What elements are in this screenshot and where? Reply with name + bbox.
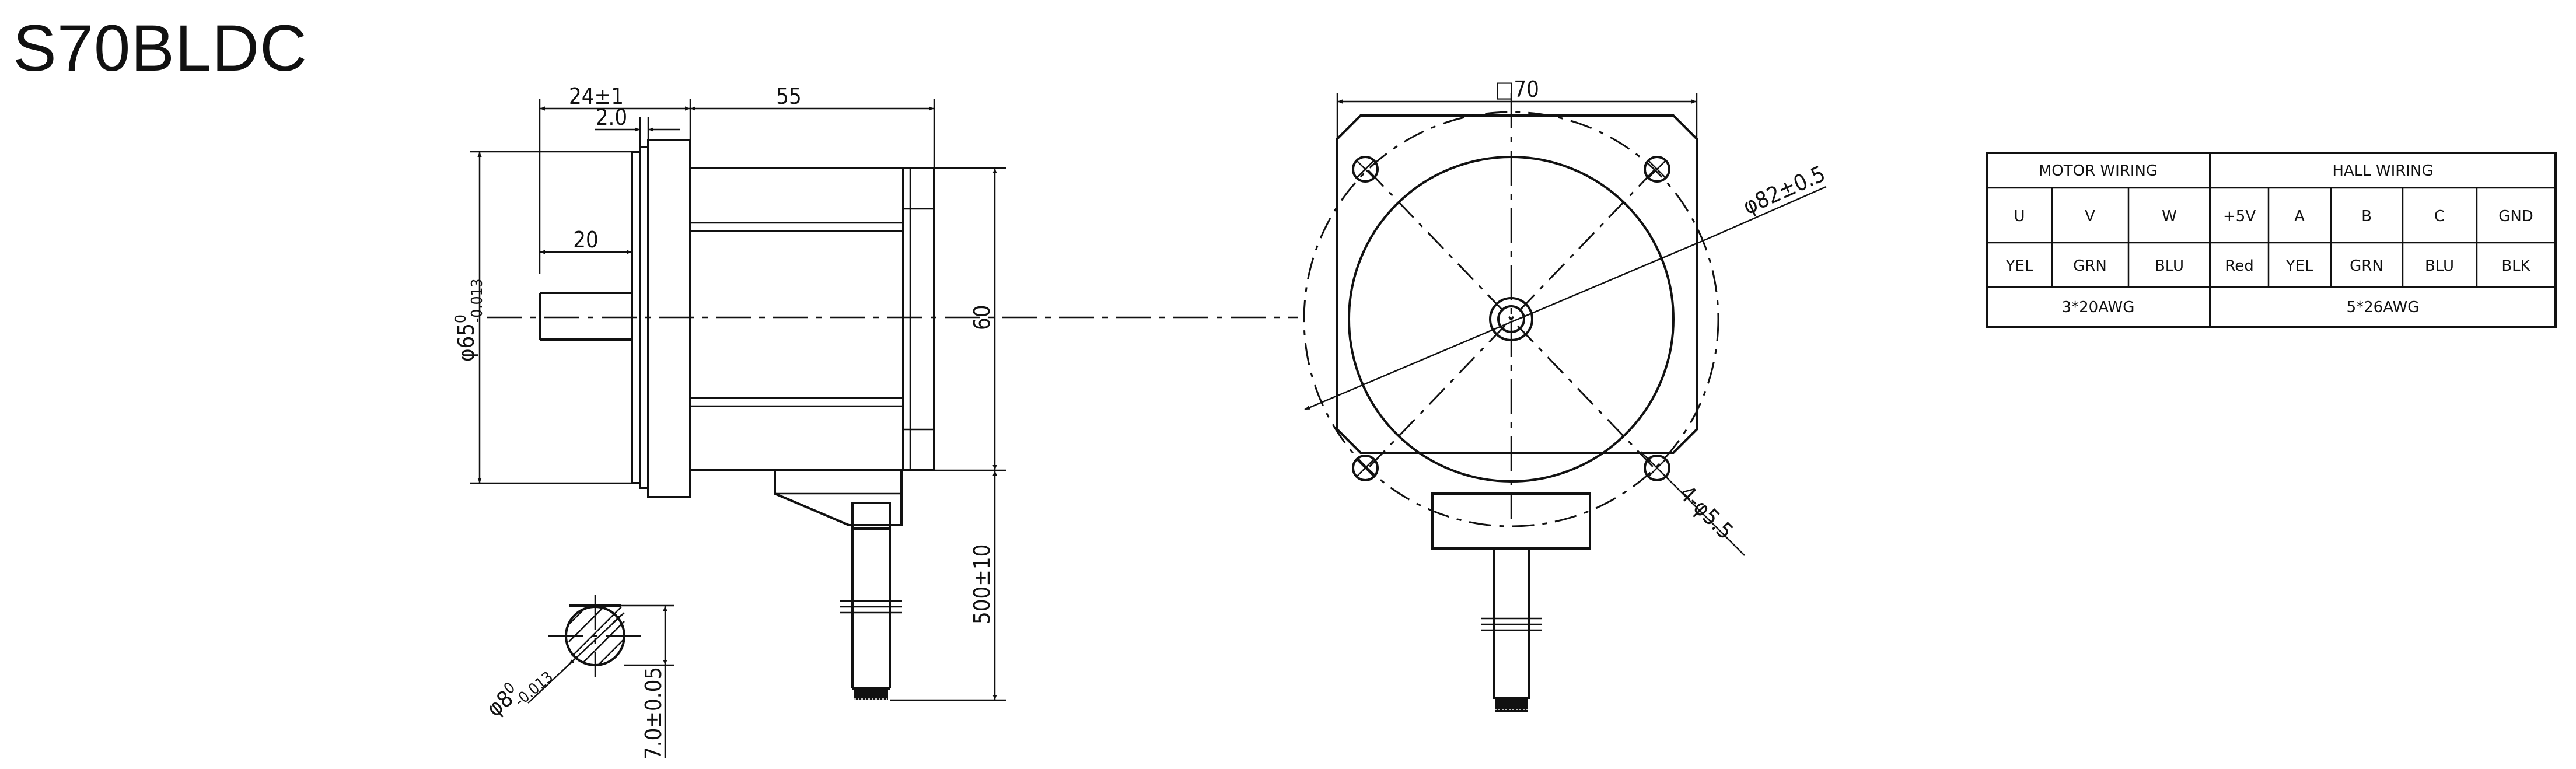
motor-shaft: [539, 292, 632, 341]
motor-wire-gauge: 3*20AWG: [2062, 299, 2135, 316]
dim-shaft-diameter: φ80-0.013: [481, 612, 625, 727]
hall-color-a: YEL: [2285, 257, 2313, 275]
dim-pilot-diameter-label: φ650-0.013: [452, 279, 486, 362]
dim-flange-width-label: 24±1: [569, 83, 624, 109]
dim-lead-length: 500±10: [890, 470, 1006, 701]
motor-wiring-header: MOTOR WIRING: [2039, 162, 2158, 180]
page-title: S70BLDC: [13, 12, 308, 85]
motor-pin-u: U: [2014, 208, 2025, 225]
hall-color-5v: Red: [2225, 257, 2253, 275]
dim-shaft-diameter-label: φ80-0.013: [481, 656, 557, 727]
side-view: 24±1 2.0 55 20: [452, 83, 1298, 701]
dim-shaft-length: 20: [540, 227, 633, 292]
motor-pin-v: V: [2085, 208, 2095, 225]
hall-color-gnd: BLK: [2501, 257, 2530, 275]
hall-pin-b: B: [2361, 208, 2372, 225]
hall-pin-gnd: GND: [2498, 208, 2533, 225]
square-flange: [1336, 114, 1698, 454]
dim-bolt-circle-label: φ82±0.5: [1739, 160, 1829, 219]
motor-color-v: GRN: [2073, 257, 2107, 275]
hall-color-c: BLU: [2425, 257, 2454, 275]
flange-plate: [647, 139, 691, 498]
dim-bolt-circle: φ82±0.5: [1304, 160, 1829, 411]
dim-lead-length-label: 500±10: [969, 544, 995, 624]
motor-color-w: BLU: [2155, 257, 2184, 275]
dim-shaft-flat-label: 7.0±0.05: [641, 667, 666, 760]
cable-exit-bracket: [774, 470, 903, 526]
front-cable-exit: [1431, 492, 1591, 712]
hall-wiring-header: HALL WIRING: [2332, 162, 2433, 180]
hall-color-b: GRN: [2350, 257, 2383, 275]
wiring-table: MOTOR WIRING HALL WIRING U V W +5V A B C…: [1986, 152, 2557, 328]
dim-square-label: □70: [1495, 76, 1539, 102]
dim-square: □70: [1336, 76, 1698, 139]
front-view: □70 φ82±0.5 4-φ5.5: [1303, 76, 1829, 712]
bolt-circle: [1303, 111, 1719, 527]
dim-shaft-length-label: 20: [573, 227, 599, 253]
dim-pilot-diameter: φ650-0.013: [452, 151, 632, 484]
dim-flange-width: 24±1: [539, 83, 691, 274]
dim-body-height: 60: [934, 167, 1006, 471]
motor-pin-w: W: [2162, 208, 2177, 225]
motor-body: [689, 167, 935, 471]
dim-flange-step: 2.0: [595, 104, 680, 147]
dim-flange-step-label: 2.0: [596, 104, 627, 130]
dim-body-height-label: 60: [969, 305, 995, 331]
dim-body-length: 55: [690, 83, 935, 168]
hall-pin-a: A: [2294, 208, 2305, 225]
mounting-holes: [1352, 156, 1670, 481]
motor-color-u: YEL: [2005, 257, 2033, 275]
hall-wire-gauge: 5*26AWG: [2347, 299, 2420, 316]
dim-body-length-label: 55: [776, 83, 802, 109]
lead-cable: [840, 502, 902, 700]
hall-pin-c: C: [2434, 208, 2445, 225]
shaft-section-view: 7.0±0.05 φ80-0.013: [481, 595, 674, 760]
dim-shaft-flat: 7.0±0.05: [621, 604, 674, 760]
hall-pin-5v: +5V: [2223, 208, 2256, 225]
dim-holes-label: 4-φ5.5: [1675, 480, 1739, 544]
